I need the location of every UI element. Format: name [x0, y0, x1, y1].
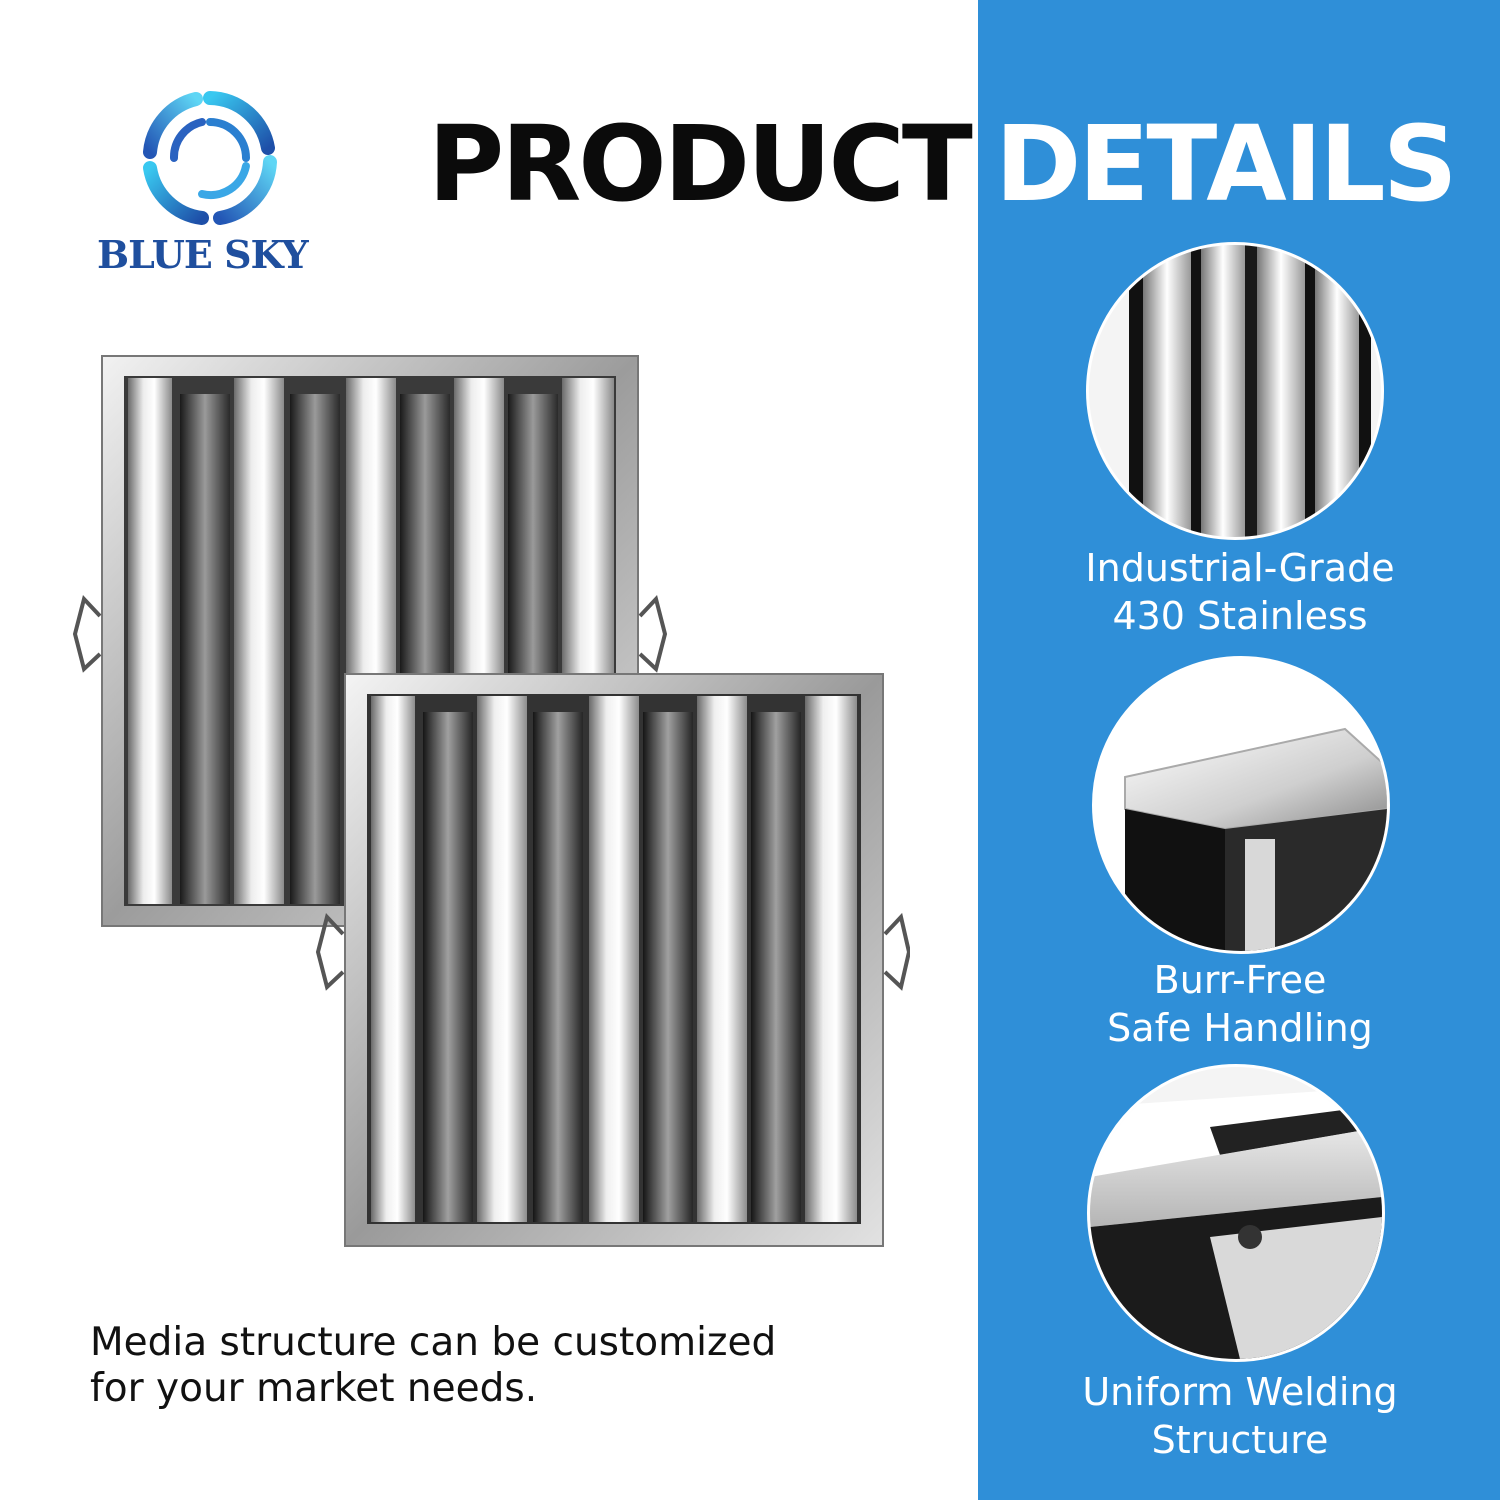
- feature-1-line1: Industrial-Grade: [1085, 546, 1395, 590]
- feature-image-slats: [1086, 242, 1384, 540]
- feature-2-line1: Burr-Free: [1153, 958, 1327, 1002]
- customization-caption: Media structure can be customized for yo…: [90, 1320, 950, 1412]
- filter-image-front: [315, 672, 912, 1252]
- caption-line1: Media structure can be customized: [90, 1320, 777, 1365]
- feature-2-line2: Safe Handling: [1107, 1006, 1373, 1050]
- feature-image-frame-corner: [1092, 656, 1390, 954]
- feature-1-line2: 430 Stainless: [1112, 594, 1368, 638]
- feature-image-weld-seam: [1087, 1064, 1385, 1362]
- feature-3-text: Uniform Welding Structure: [1000, 1368, 1480, 1464]
- page-title-product: PRODUCT: [428, 103, 973, 225]
- feature-1-text: Industrial-Grade 430 Stainless: [1000, 544, 1480, 640]
- page-title-details: DETAILS: [995, 103, 1458, 225]
- caption-line2: for your market needs.: [90, 1366, 538, 1411]
- feature-3-line2: Structure: [1151, 1418, 1329, 1462]
- aperture-ring-icon: [140, 88, 280, 228]
- feature-3-line1: Uniform Welding: [1082, 1370, 1398, 1414]
- brand-name: BLUE SKY: [97, 232, 309, 277]
- feature-2-text: Burr-Free Safe Handling: [1000, 956, 1480, 1052]
